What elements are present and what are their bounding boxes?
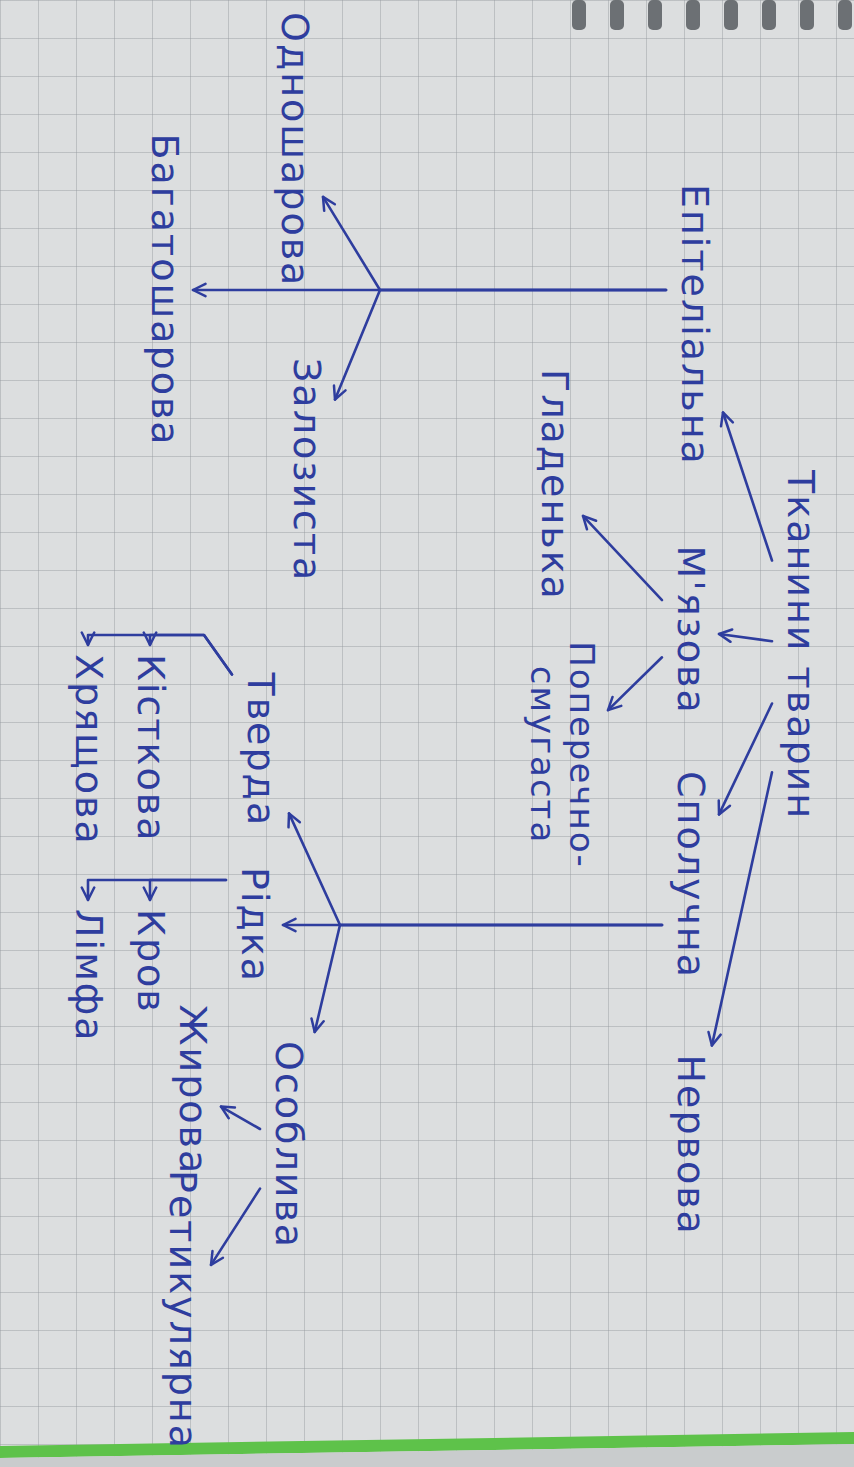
binding-hole	[762, 0, 776, 30]
node-text: Сполучна	[668, 771, 712, 979]
node-text: Багатошарова	[142, 134, 186, 447]
node-text: Особлива	[266, 1041, 310, 1249]
binding-hole	[838, 0, 852, 30]
binding-hole	[686, 0, 700, 30]
binding-hole	[800, 0, 814, 30]
node-text: Рідка	[232, 867, 276, 983]
tree-node: Рідка	[230, 863, 278, 987]
arrow-connector	[583, 516, 662, 600]
tree-node: Кров	[126, 905, 174, 1018]
tree-node: Особлива	[264, 1037, 312, 1253]
arrow-connector	[221, 1107, 260, 1129]
node-text: Епітеліальна	[672, 184, 716, 466]
arrow-connector	[315, 925, 662, 1032]
tree-node: Ретикулярна	[158, 1166, 206, 1454]
node-text: Жирова	[170, 1005, 214, 1176]
arrow-connector	[88, 880, 226, 900]
binding-hole	[724, 0, 738, 30]
tree-node: Жирова	[168, 1001, 216, 1180]
node-text: Тверда	[238, 673, 282, 828]
node-text: М'язова	[668, 546, 712, 715]
binding-hole	[610, 0, 624, 30]
tree-node: Залозиста	[282, 354, 330, 586]
node-text: Гладенька	[532, 369, 576, 601]
tree-node: Лімфа	[64, 905, 112, 1047]
node-text: Залозиста	[284, 358, 328, 582]
node-text: Тканини тварин	[778, 470, 822, 820]
tree-node: Гладенька	[530, 365, 578, 605]
node-text: Поперечно-смугаста	[523, 630, 601, 880]
node-text: Одношарова	[272, 12, 316, 287]
node-text: Кров	[128, 909, 172, 1014]
arrow-connector	[712, 772, 772, 1045]
tree-node: Тверда	[236, 669, 284, 832]
tree-node: Епітеліальна	[670, 180, 718, 470]
arrow-connector	[323, 197, 666, 290]
arrow-connector	[211, 1189, 260, 1265]
node-text: Нервова	[668, 1055, 712, 1236]
arrow-connector	[719, 634, 772, 641]
arrow-connector	[719, 704, 772, 815]
tree-node: Поперечно-смугаста	[521, 626, 603, 884]
node-text: Лімфа	[66, 909, 110, 1043]
arrow-connector	[150, 880, 226, 900]
node-text: Хрящова	[66, 654, 110, 846]
tree-node: Тканини тварин	[776, 466, 824, 824]
tree-node: Нервова	[666, 1051, 714, 1240]
binding-hole	[648, 0, 662, 30]
arrow-connector	[193, 289, 666, 292]
tree-node: Багатошарова	[140, 130, 188, 451]
tree-node: Кісткова	[126, 650, 174, 846]
page-edge	[0, 1444, 854, 1467]
tree-node: Хрящова	[64, 650, 112, 850]
tree-node: Одношарова	[270, 8, 318, 291]
node-text: Ретикулярна	[160, 1170, 204, 1450]
binding-hole	[572, 0, 586, 30]
arrow-connector	[289, 813, 662, 925]
arrow-connector	[723, 413, 772, 561]
node-text: Кісткова	[128, 654, 172, 842]
tree-node: М'язова	[666, 542, 714, 719]
tree-node: Сполучна	[666, 767, 714, 983]
arrow-connector	[608, 657, 662, 710]
arrow-connector	[335, 290, 666, 400]
